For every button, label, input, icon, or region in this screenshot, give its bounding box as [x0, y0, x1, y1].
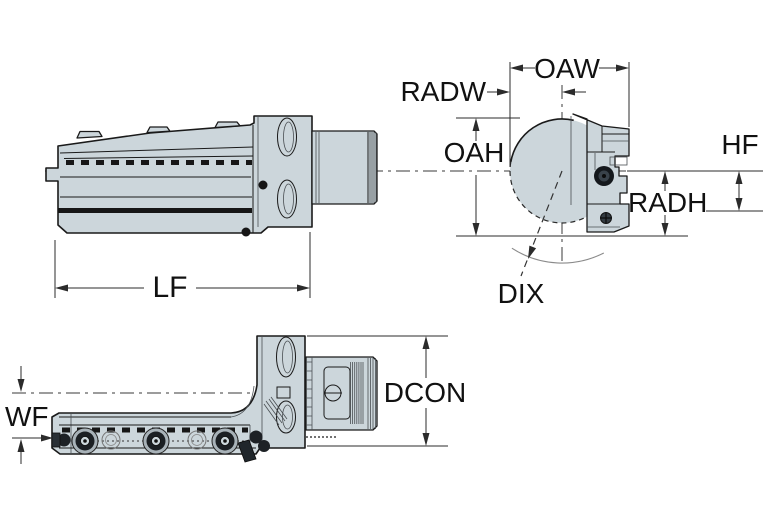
pocket-screw-cross — [600, 212, 612, 224]
label-dix: DIX — [498, 278, 545, 309]
radh-dimension: RADH — [628, 171, 707, 236]
end-screw — [57, 433, 71, 447]
side-view-clamp-tabs — [76, 121, 241, 139]
set-screw — [241, 227, 251, 237]
top-view-details — [51, 336, 376, 463]
label-hf: HF — [721, 129, 758, 160]
side-view-details — [58, 116, 377, 237]
side-view-shank — [311, 130, 378, 205]
wf-dimension: WF — [5, 366, 53, 464]
label-oaw: OAW — [534, 53, 600, 84]
insert-screw — [211, 427, 239, 455]
front-view-details — [570, 116, 629, 228]
label-radw: RADW — [400, 76, 486, 107]
side-view: LF — [45, 115, 378, 304]
label-oah: OAH — [444, 137, 505, 168]
label-radh: RADH — [628, 187, 707, 218]
insert-screw — [142, 427, 170, 455]
label-lf: LF — [152, 271, 187, 304]
dcon-dimension: DCON — [307, 335, 470, 447]
label-backing — [380, 380, 470, 406]
centerlines — [12, 85, 763, 394]
head-outline-phantom-arc — [509, 161, 585, 224]
clamp-tab — [214, 121, 241, 129]
clamp-screw-dot — [602, 174, 606, 178]
label-wf: WF — [5, 401, 49, 432]
top-view: WF DCON — [5, 335, 470, 464]
lf-dimension: LF — [54, 232, 311, 304]
oah-dimension: OAH — [444, 117, 688, 237]
label-dcon: DCON — [384, 377, 466, 408]
dix-dimension: DIX — [498, 170, 605, 309]
insert-screw — [71, 427, 99, 455]
front-view: OAW RADW OAH HF — [400, 53, 763, 309]
clamp-screw-head — [249, 430, 263, 444]
angled-screw — [237, 439, 257, 463]
side-view-body — [45, 115, 313, 234]
clamp-screw-head — [258, 440, 270, 452]
hf-dimension: HF — [706, 129, 763, 212]
oaw-dimension: OAW — [509, 53, 630, 167]
clamp-tab — [146, 126, 171, 134]
set-screw — [258, 180, 268, 190]
head-outline-solid-arc — [510, 118, 574, 163]
radw-dimension: RADW — [400, 76, 586, 107]
clamp-tab — [76, 130, 103, 139]
